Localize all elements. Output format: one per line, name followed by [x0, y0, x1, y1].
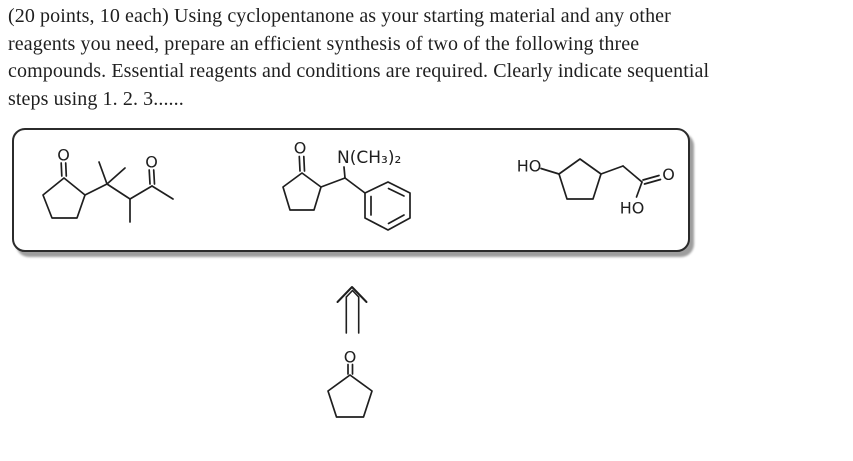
problem-statement-line: (20 points, 10 each) Using cyclopentanon…	[8, 5, 671, 27]
side-chain-bonds	[84, 161, 174, 223]
oxygen-label: O	[294, 139, 307, 158]
oxygen-label: O	[662, 165, 675, 184]
oxygen-label: O	[344, 350, 357, 367]
arrow-shaft	[345, 296, 360, 334]
cyclopentanone-ring	[42, 162, 86, 219]
problem-statement-line: reagents you need, prepare an efficient …	[8, 32, 640, 55]
cyclopentane-ring	[540, 158, 602, 200]
benzylic-bonds	[320, 166, 366, 194]
oxygen-label: O	[145, 153, 158, 172]
problem-statement-line: steps using 1. 2. 3......	[8, 87, 184, 110]
compounds-box	[12, 128, 690, 252]
arrow-head	[336, 286, 368, 303]
compound-3-structure: HO O HO	[517, 157, 675, 218]
acid-hydroxyl-label: HO	[620, 199, 645, 218]
problem-statement-line: compounds. Essential reagents and condit…	[8, 60, 710, 82]
oxygen-label: O	[57, 146, 70, 165]
benzene-ring	[364, 181, 411, 231]
retrosynthesis-arrow	[336, 286, 368, 334]
compound-2-structure: O N(CH₃)₂	[282, 139, 411, 231]
cyclopentanone-ring	[327, 363, 373, 418]
problem-statement: (20 points, 10 each) Using cyclopentanon…	[8, 3, 846, 113]
cyclopentanone-ring	[282, 155, 322, 211]
dimethylamino-label: N(CH₃)₂	[337, 148, 401, 168]
acetic-acid-bonds	[600, 165, 662, 198]
hydroxyl-label: HO	[517, 157, 542, 176]
starting-material-structure: O	[327, 350, 373, 418]
compound-1-structure: O O	[42, 146, 174, 223]
